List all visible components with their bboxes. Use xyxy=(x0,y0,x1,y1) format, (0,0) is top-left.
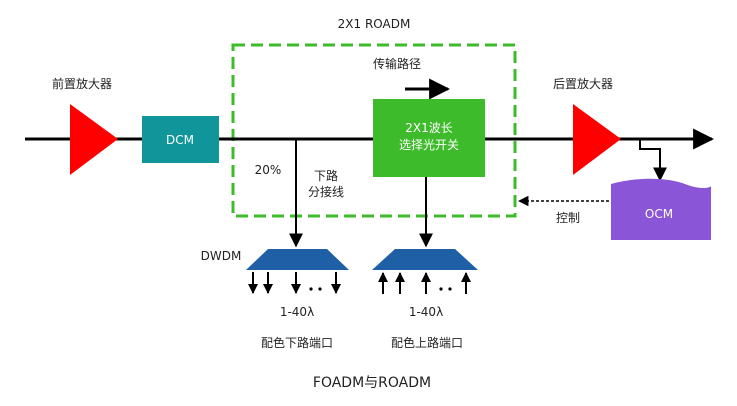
drop-label-1: 下路 xyxy=(314,168,338,183)
path-label: 传输路径 xyxy=(373,56,421,71)
drop-ellipsis-dot xyxy=(318,287,322,291)
add-port-label: 配色上路端口 xyxy=(391,335,463,350)
control-label: 控制 xyxy=(556,211,580,225)
wss-line1: 2X1波长 xyxy=(405,121,453,135)
tap-percent: 20% xyxy=(255,163,282,177)
figure-caption: FOADM与ROADM xyxy=(313,375,431,391)
drop-label-2: 分接线 xyxy=(308,184,344,199)
wss-box xyxy=(373,99,485,177)
drop-channels: 1-40λ xyxy=(280,305,314,319)
pre-amp-label: 前置放大器 xyxy=(52,76,112,91)
ocm-box xyxy=(611,178,711,240)
ocm-label: OCM xyxy=(645,207,673,221)
dcm-label: DCM xyxy=(166,133,194,147)
add-channels: 1-40λ xyxy=(409,305,443,319)
post-amplifier-triangle xyxy=(573,104,621,175)
roadm-boundary xyxy=(231,43,517,218)
monitor-tap-line xyxy=(639,139,667,182)
pre-amplifier-triangle xyxy=(70,104,118,175)
drop-port-label: 配色下路端口 xyxy=(261,335,333,350)
drop-demux xyxy=(246,249,349,270)
roadm-title: 2X1 ROADM xyxy=(338,17,411,31)
wss-line2: 选择光开关 xyxy=(399,138,459,152)
drop-ellipsis-dot xyxy=(309,287,313,291)
add-mux xyxy=(372,249,478,270)
add-ellipsis-dot xyxy=(448,287,452,291)
dwdm-label: DWDM xyxy=(201,249,242,263)
post-amp-label: 后置放大器 xyxy=(553,76,613,91)
add-ellipsis-dot xyxy=(439,287,443,291)
dcm-box xyxy=(142,116,219,163)
